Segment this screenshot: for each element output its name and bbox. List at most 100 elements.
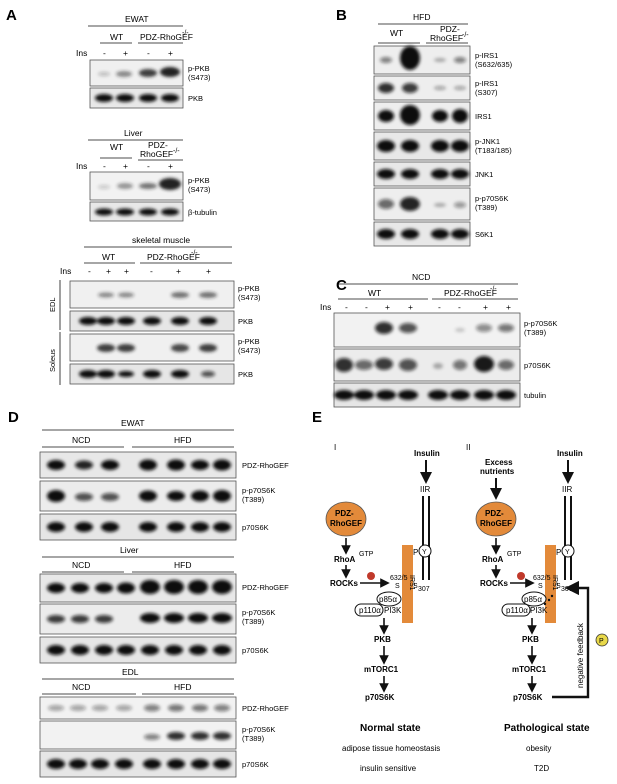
panel-letter-a: A bbox=[6, 7, 17, 24]
muscle-ko-sup: -/- bbox=[191, 250, 198, 257]
blot-c-pp70s6k bbox=[333, 312, 521, 348]
panel-letter-e: E bbox=[312, 409, 322, 426]
d-edl-row-2-line1: p-p70S6K bbox=[242, 725, 275, 734]
muscle-side-edl: EDL bbox=[48, 297, 57, 312]
e2-nutrients: nutrients bbox=[480, 467, 515, 476]
b-row-1-line2: (S632/635) bbox=[475, 60, 513, 69]
muscle-wt-label: WT bbox=[102, 252, 115, 262]
muscle-row-4: PKB bbox=[238, 370, 253, 379]
b-row-5: JNK1 bbox=[475, 170, 493, 179]
b-row-6-line1: p-p70S6K bbox=[475, 194, 508, 203]
e-roman-1: I bbox=[334, 443, 336, 452]
e1-iir: IIR bbox=[420, 485, 430, 494]
c-row-3: tubulin bbox=[524, 391, 546, 400]
ewat-sign: + bbox=[168, 48, 173, 58]
panel-b: HFD WT PDZ- RhoGEF -/- p-IRS1 (S632/635)… bbox=[373, 12, 513, 247]
c-sign: - bbox=[365, 302, 368, 312]
e2-y: Y bbox=[565, 549, 570, 556]
c-sign: + bbox=[506, 302, 511, 312]
muscle-sign: + bbox=[176, 266, 181, 276]
liver-row-2: β-tubulin bbox=[188, 208, 217, 217]
e1-state-line1: adipose tissue homeostasis bbox=[342, 744, 440, 753]
liver-row-1-line1: p-PKB bbox=[188, 176, 210, 185]
e2-feedback-phospho-icon bbox=[595, 633, 609, 647]
muscle-sign: - bbox=[150, 266, 153, 276]
b-ko-line2: RhoGEF bbox=[430, 33, 463, 43]
muscle-side-soleus: Soleus bbox=[48, 349, 57, 372]
panel-letter-d: D bbox=[8, 409, 19, 426]
e2-pdz-rhogef-node bbox=[475, 501, 517, 537]
d-ewat-row-1: PDZ-RhoGEF bbox=[242, 461, 289, 470]
b-row-1-line1: p-IRS1 bbox=[475, 51, 498, 60]
liver-row-1-line2: (S473) bbox=[188, 185, 211, 194]
e2-state-line1: obesity bbox=[526, 744, 551, 753]
b-row-4-line2: (T183/185) bbox=[475, 146, 512, 155]
panel-a-muscle: skeletal muscle WT PDZ-RhoGEF -/- Ins - … bbox=[48, 235, 261, 385]
e1-s307: 307 bbox=[418, 586, 430, 593]
panel-e-path: II Excess nutrients Insulin IIR PDZ- Rho… bbox=[466, 443, 609, 773]
muscle-sign: + bbox=[206, 266, 211, 276]
c-sign: - bbox=[458, 302, 461, 312]
c-row-1-line2: (T389) bbox=[524, 328, 547, 337]
c-sign: + bbox=[408, 302, 413, 312]
muscle-row-1-line1: p-PKB bbox=[238, 284, 260, 293]
e1-irs1: IRS1 bbox=[408, 575, 415, 591]
blot-ewat-pkb bbox=[89, 87, 184, 109]
c-sign: - bbox=[345, 302, 348, 312]
d-edl-title: EDL bbox=[122, 667, 139, 677]
panel-d-ewat: EWAT NCD HFD PDZ-RhoGEF p-p70S6K (T389) … bbox=[39, 418, 289, 541]
b-row-2-line1: p-IRS1 bbox=[475, 79, 498, 88]
c-sign: + bbox=[385, 302, 390, 312]
ewat-ko-label: PDZ-RhoGEF bbox=[140, 32, 193, 42]
e2-iir: IIR bbox=[562, 485, 572, 494]
d-ewat-row-2-line2: (T389) bbox=[242, 495, 265, 504]
panel-letter-b: B bbox=[336, 7, 347, 24]
e2-phospho-dot bbox=[517, 572, 525, 580]
e2-s632: 632/5 bbox=[533, 575, 551, 582]
liver-wt-label: WT bbox=[110, 142, 123, 152]
e1-s632: 632/5 bbox=[390, 575, 408, 582]
muscle-ko-label: PDZ-RhoGEF bbox=[147, 252, 200, 262]
c-row-1-line1: p-p70S6K bbox=[524, 319, 557, 328]
e1-p85: p85α bbox=[379, 595, 397, 604]
d-edl-hfd: HFD bbox=[174, 682, 191, 692]
panel-letter-c: C bbox=[336, 277, 347, 294]
c-wt-label: WT bbox=[368, 288, 381, 298]
ewat-sign: - bbox=[147, 48, 150, 58]
muscle-ins-label: Ins bbox=[60, 266, 71, 276]
e1-y-node bbox=[418, 544, 432, 558]
e2-p85: p85α bbox=[524, 595, 542, 604]
c-row-2: p70S6K bbox=[524, 361, 551, 370]
c-sign: + bbox=[483, 302, 488, 312]
d-ewat-row-2-line1: p-p70S6K bbox=[242, 486, 275, 495]
e2-feedback-label: negative feedback bbox=[576, 622, 585, 688]
b-ko-line1: PDZ- bbox=[440, 24, 460, 34]
e1-gtp: GTP bbox=[359, 551, 374, 558]
c-ins-label: Ins bbox=[320, 302, 331, 312]
e2-p70s6k: p70S6K bbox=[513, 693, 543, 702]
e1-insulin: Insulin bbox=[414, 449, 440, 458]
liver-title: Liver bbox=[124, 128, 143, 138]
e2-y-node bbox=[561, 544, 575, 558]
b-ko-sup: -/- bbox=[462, 32, 469, 39]
ewat-row-1-line2: (S473) bbox=[188, 73, 211, 82]
e1-pkb: PKB bbox=[374, 635, 391, 644]
ewat-wt-label: WT bbox=[110, 32, 123, 42]
b-row-7: S6K1 bbox=[475, 230, 493, 239]
e1-irs1-bar bbox=[402, 545, 413, 623]
e1-p110: p110α bbox=[359, 606, 381, 615]
c-sign: - bbox=[438, 302, 441, 312]
d-liver-title: Liver bbox=[120, 545, 139, 555]
e1-p: P bbox=[413, 548, 418, 557]
b-title: HFD bbox=[413, 12, 430, 22]
b-row-6-line2: (T389) bbox=[475, 203, 498, 212]
muscle-row-3-line2: (S473) bbox=[238, 346, 261, 355]
d-liver-row-3: p70S6K bbox=[242, 646, 269, 655]
ewat-row-2: PKB bbox=[188, 94, 203, 103]
d-edl-row-2-line2: (T389) bbox=[242, 734, 265, 743]
b-row-2-line2: (S307) bbox=[475, 88, 498, 97]
panel-d-edl: EDL NCD HFD PDZ-RhoGEF p-p70S6K (T389) p… bbox=[39, 667, 289, 778]
e2-feedback-arrow bbox=[552, 580, 590, 699]
d-ewat-row-3: p70S6K bbox=[242, 523, 269, 532]
muscle-row-2: PKB bbox=[238, 317, 253, 326]
